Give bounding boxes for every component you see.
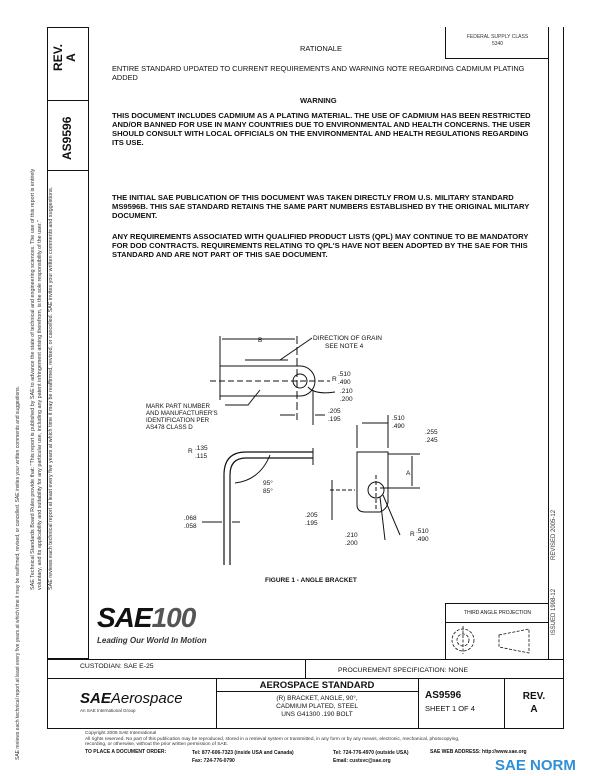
bracket-side-view — [223, 451, 313, 565]
dim-text: .210 — [340, 388, 353, 395]
grain-label: DIRECTION OF GRAIN — [313, 335, 382, 342]
mark-note: AS478 CLASS D — [146, 424, 193, 431]
title-block — [47, 679, 564, 729]
qpl-paragraph: ANY REQUIREMENTS ASSOCIATED WITH QUALIFI… — [112, 232, 529, 259]
dim-text: .115 — [195, 453, 208, 460]
frame-line — [563, 27, 564, 659]
bracket-front-view — [356, 451, 389, 513]
warning-text: THIS DOCUMENT INCLUDES CADMIUM AS A PLAT… — [112, 111, 531, 147]
rationale-heading: RATIONALE — [300, 44, 342, 53]
dim-text: .205 — [305, 512, 318, 519]
dim-a: A — [406, 470, 411, 477]
brand-sub: An SAE International Group — [80, 708, 136, 713]
dim-text: .200 — [340, 396, 353, 403]
revision: REV. A — [504, 690, 564, 716]
frame-line — [548, 27, 549, 659]
dim-text: .205 — [328, 408, 341, 415]
bracket-top-view — [219, 365, 316, 397]
dim-text: .210 — [345, 532, 358, 539]
dim-text: 85° — [263, 487, 273, 495]
procurement-spec: PROCUREMENT SPECIFICATION: NONE — [338, 667, 469, 674]
rationale-text: ENTIRE STANDARD UPDATED TO CURRENT REQUI… — [112, 64, 525, 82]
fax: Fax: 724-776-0790 — [192, 758, 235, 764]
document-title: (R) BRACKET, ANGLE, 90°, CADMIUM PLATED,… — [216, 695, 418, 719]
rights-notice: All rights reserved. No part of this pub… — [85, 736, 460, 742]
dim-text: .058 — [184, 523, 197, 530]
issued-date: ISSUED 1998-12 — [551, 588, 557, 635]
standard-heading: AEROSPACE STANDARD — [259, 680, 375, 691]
fsc-box: FEDERAL SUPPLY CLASS 5340 — [445, 27, 549, 59]
mark-note: AND MANUFACTURER'S — [146, 410, 218, 417]
dim-text: R — [410, 531, 415, 538]
disclaimer-line: SAE reviews each technical report at lea… — [15, 386, 21, 760]
dim-text: R — [332, 376, 337, 383]
disclaimer-line: SAE reviews each technical report at lea… — [48, 186, 54, 590]
leader — [307, 386, 336, 394]
dim-text: .195 — [305, 520, 318, 527]
rev-value: A — [530, 704, 538, 715]
left-column — [47, 27, 89, 659]
sae-100-logo: SAE100 — [97, 602, 196, 633]
rev-label: REV. — [522, 691, 546, 702]
doc-number: AS9596 — [425, 690, 462, 701]
web-address[interactable]: SAE WEB ADDRESS: http://www.sae.org — [430, 749, 527, 755]
rev-value: A — [64, 53, 78, 62]
phone-intl: Tel: 724-776-4970 (outside USA) — [333, 750, 409, 756]
disclaimer-line: voluntary, and its applicability and sui… — [36, 220, 43, 590]
dim-text: 95° — [263, 479, 273, 487]
mark-note: MARK PART NUMBER — [146, 403, 210, 410]
dim-text: R — [188, 448, 193, 455]
mark-note: IDENTIFICATION PER — [146, 417, 210, 424]
phone-us: Tel: 877-606-7323 (inside USA and Canada… — [192, 750, 294, 756]
dim-text: .510 — [338, 371, 351, 378]
title-line: CADMIUM PLATED, STEEL — [276, 703, 358, 710]
dim-text: .255 — [425, 429, 438, 436]
revised-date: REVISED 2005-12 — [551, 509, 557, 560]
title-line: UNS G41300 .190 BOLT — [281, 711, 353, 718]
leader — [279, 337, 313, 361]
title-line: (R) BRACKET, ANGLE, 90°, — [276, 695, 358, 702]
rights-notice: recording, or otherwise, without the pri… — [85, 742, 229, 747]
third-angle-projection-icon — [451, 626, 530, 654]
dim-text: .200 — [345, 540, 358, 547]
dim-text: .490 — [338, 379, 351, 386]
order-label: TO PLACE A DOCUMENT ORDER: — [85, 749, 167, 755]
disclaimer-line: SAE Technical Standards Board Rules prov… — [30, 168, 36, 590]
dim-text: .490 — [416, 536, 429, 543]
fsc-label: FEDERAL SUPPLY CLASS — [466, 34, 529, 40]
dim-text: .490 — [392, 423, 405, 430]
projection-label: THIRD ANGLE PROJECTION — [446, 604, 549, 623]
grain-note: SEE NOTE 4 — [325, 343, 364, 350]
dim-b: B — [258, 337, 262, 344]
dim-text: .068 — [184, 515, 197, 522]
copyright: Copyright 2005 SAE International — [85, 731, 157, 736]
angle-arc — [234, 454, 271, 484]
figure-caption: FIGURE 1 - ANGLE BRACKET — [265, 577, 357, 584]
dim-text: .245 — [425, 437, 438, 444]
doc-number-side: AS9596 — [60, 116, 74, 160]
dim-text: .510 — [416, 528, 429, 535]
custodian: CUSTODIAN: SAE E-25 — [80, 663, 154, 670]
leader — [225, 389, 261, 406]
sae-aerospace-logo: SAEAerospace — [80, 690, 183, 707]
logo-tagline: Leading Our World In Motion — [97, 636, 207, 645]
brand-sae: SAE — [80, 690, 111, 707]
dim-text: .135 — [195, 445, 208, 452]
projection-box: THIRD ANGLE PROJECTION — [445, 603, 549, 659]
email-link[interactable]: Email: custsvc@sae.org — [333, 758, 391, 764]
warning-heading: WARNING — [300, 96, 337, 105]
dim-text: .195 — [328, 416, 341, 423]
brand-aerospace: Aerospace — [110, 690, 183, 707]
divider — [47, 170, 89, 171]
dim-text: .510 — [392, 415, 405, 422]
sae-norm-watermark: SAE NORM — [495, 757, 576, 774]
sheet-number: SHEET 1 OF 4 — [425, 704, 475, 713]
angle-bracket-drawing: B DIRECTION OF GRAIN SEE NOTE 4 R .510 .… — [146, 335, 438, 565]
divider — [47, 100, 89, 101]
history-paragraph: THE INITIAL SAE PUBLICATION OF THIS DOCU… — [112, 193, 530, 220]
fsc-value: 5340 — [491, 41, 504, 47]
